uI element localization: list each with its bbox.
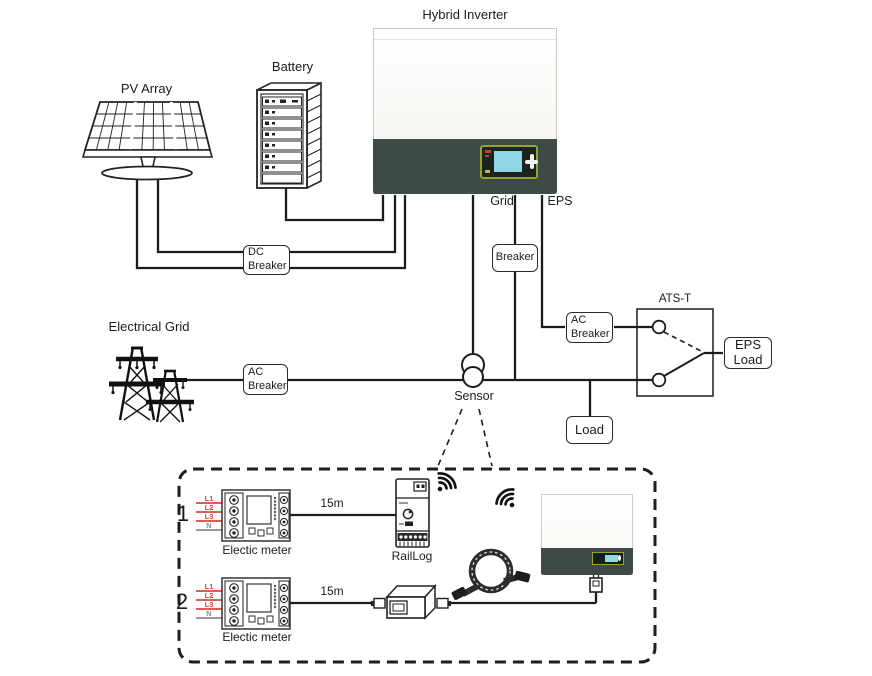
- ac-breaker-eps-box: AC Breaker: [566, 312, 613, 343]
- ats-label: ATS-T: [658, 293, 692, 305]
- dc-breaker-line1: DC: [248, 246, 264, 259]
- lcd-screen: [605, 554, 618, 562]
- usb-connector-icon: [589, 573, 603, 593]
- ac-breaker-line2: Breaker: [571, 327, 610, 340]
- raillog-illustration: [395, 478, 430, 548]
- raillog-label: RailLog: [391, 549, 433, 563]
- grid-towers-illustration: [109, 346, 194, 423]
- dpad-horizontal: [525, 159, 538, 164]
- meter2-phase-lines: [196, 590, 222, 619]
- eps-load-line1: EPS: [734, 337, 761, 353]
- rj45-coupler-illustration: [371, 584, 451, 620]
- eps-load-line2: Load: [733, 352, 763, 367]
- meter-row-2-number: 2: [175, 589, 189, 614]
- indicator-led: [485, 170, 490, 173]
- inverter-display: [480, 145, 538, 179]
- ct-sensor-icon: [461, 353, 485, 388]
- dc-breaker-line2: Breaker: [248, 260, 287, 272]
- cable-length-2-label: 15m: [320, 584, 344, 598]
- eps-wire: [540, 195, 565, 329]
- phase-label-n: N: [206, 521, 212, 530]
- phase-label-l3: L3: [204, 512, 214, 521]
- load-box: Load: [566, 416, 613, 444]
- pv-array-illustration: [81, 101, 214, 181]
- phase-label-l1: L1: [204, 494, 214, 503]
- wifi-icon: [495, 488, 515, 508]
- monitoring-dashed-box: [177, 467, 657, 664]
- pv-array-label: PV Array: [120, 81, 173, 96]
- eps-load-box: EPS Load: [724, 337, 772, 369]
- phase-label-l2: L2: [204, 503, 214, 512]
- inverter-unit-small: [541, 494, 633, 575]
- inverter-display: [592, 552, 624, 565]
- ac-breaker-line2: Breaker: [248, 379, 287, 392]
- grid-port-label: Grid: [490, 194, 514, 208]
- cable-length-1-label: 15m: [320, 496, 344, 510]
- ats-box: [636, 308, 714, 397]
- battery-rack-illustration: [256, 81, 322, 190]
- meter1-phase-lines: [196, 502, 222, 531]
- display-button: [618, 555, 621, 561]
- electric-meter-2-label: Electic meter: [222, 630, 292, 644]
- inverter-lid-seam: [374, 39, 556, 40]
- dc-breaker-box: DC Breaker: [243, 245, 290, 275]
- wifi-icon: [437, 472, 457, 492]
- coiled-cable-illustration: [451, 548, 531, 600]
- eps-port-label: EPS: [547, 194, 573, 208]
- indicator-led: [485, 155, 489, 157]
- phase-label-l1: L1: [204, 582, 214, 591]
- dpad-buttons-icon: [525, 154, 538, 169]
- ac-breaker-line1: AC: [571, 313, 587, 326]
- electric-meter-1-illustration: [221, 489, 291, 542]
- hybrid-inverter-label: Hybrid Inverter: [422, 7, 508, 22]
- sensor-dashed-links: [437, 408, 493, 467]
- ac-breaker-grid-box: AC Breaker: [243, 364, 288, 395]
- ac-breaker-line1: AC: [248, 365, 264, 378]
- battery-label: Battery: [271, 59, 314, 74]
- phase-label-l3: L3: [204, 600, 214, 609]
- electric-meter-1-label: Electic meter: [222, 543, 292, 557]
- grid-breaker-label: Breaker: [495, 251, 535, 264]
- electrical-grid-label: Electrical Grid: [108, 319, 190, 334]
- meter2-cable-b: [451, 592, 598, 605]
- hybrid-inverter-unit: [373, 28, 557, 194]
- sensor-label: Sensor: [454, 389, 494, 403]
- grid-breaker-box: Breaker: [492, 244, 538, 272]
- electric-meter-2-illustration: [221, 577, 291, 630]
- indicator-led: [485, 150, 491, 153]
- phase-label-l2: L2: [204, 591, 214, 600]
- phase-label-n: N: [206, 609, 212, 618]
- battery-wire: [284, 188, 385, 222]
- meter-row-1-number: 1: [176, 501, 190, 526]
- lcd-screen: [494, 151, 522, 172]
- load-label: Load: [575, 421, 604, 437]
- ats-switch-icon: [651, 319, 705, 388]
